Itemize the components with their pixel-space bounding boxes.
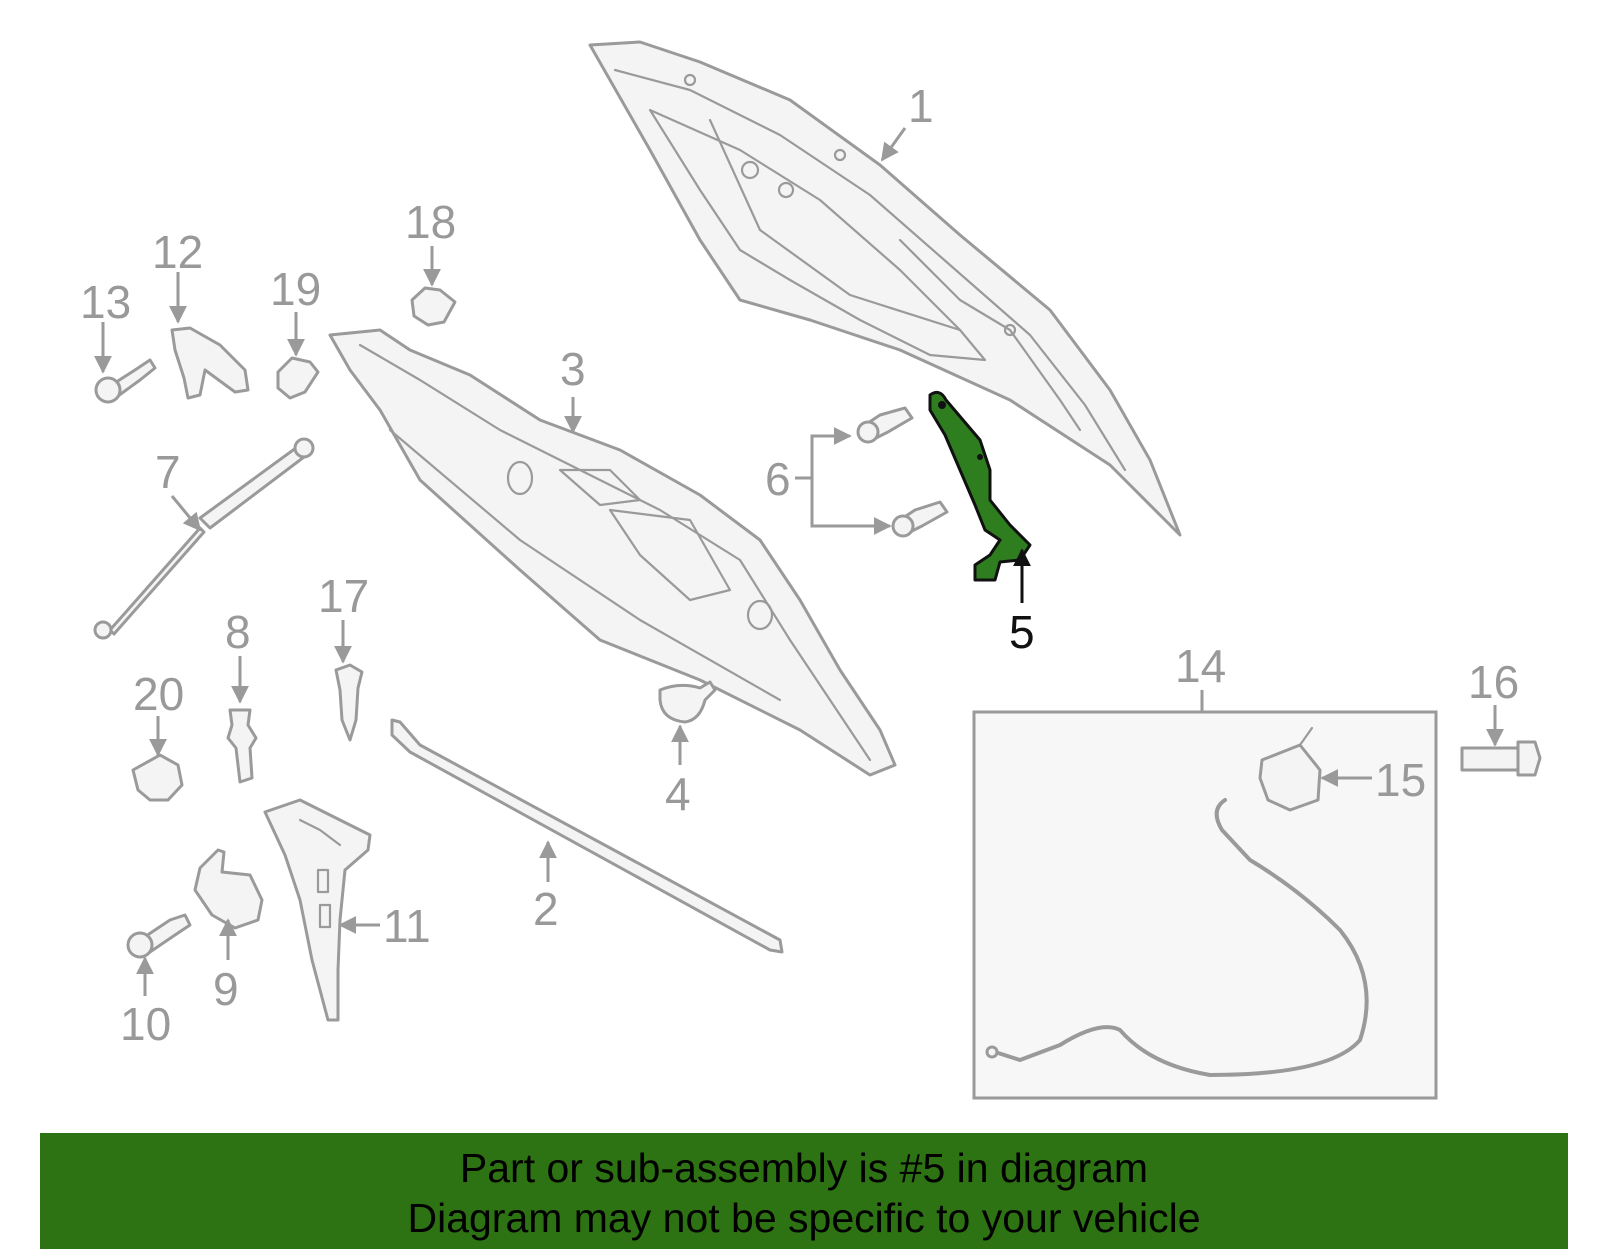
banner-line-2: Diagram may not be specific to your vehi… xyxy=(407,1195,1201,1241)
banner-line-1: Part or sub-assembly is #5 in diagram xyxy=(459,1145,1149,1191)
part-20-clip[interactable] xyxy=(131,753,184,802)
part-13-bolt[interactable] xyxy=(94,358,157,404)
callout-2: 2 xyxy=(533,883,559,935)
callout-15: 15 xyxy=(1375,754,1426,806)
part-3-insulator[interactable] xyxy=(328,328,897,777)
callout-9: 9 xyxy=(213,963,239,1015)
callout-8: 8 xyxy=(225,606,251,658)
callout-5: 5 xyxy=(1009,606,1035,658)
part-7-strut[interactable] xyxy=(93,437,315,640)
part-8-pin[interactable] xyxy=(226,708,258,784)
part-18-bumper[interactable] xyxy=(410,286,457,327)
callout-19: 19 xyxy=(270,263,321,315)
callout-18: 18 xyxy=(405,196,456,248)
callout-20: 20 xyxy=(133,668,184,720)
callout-14: 14 xyxy=(1175,640,1226,692)
leader-lines xyxy=(94,127,1504,996)
part-16-bolt[interactable] xyxy=(1460,740,1542,777)
part-12-plate[interactable] xyxy=(170,326,250,400)
part-19-bumper[interactable] xyxy=(276,356,320,400)
part-11-support[interactable] xyxy=(263,798,372,1022)
part-5-hinge[interactable] xyxy=(928,390,1032,582)
info-banner: Part or sub-assembly is #5 in diagram Di… xyxy=(40,1133,1568,1249)
callout-12: 12 xyxy=(152,226,203,278)
callout-13: 13 xyxy=(80,276,131,328)
part-10-bolt[interactable] xyxy=(126,913,192,959)
callout-7: 7 xyxy=(155,446,181,498)
part-14-cable-box[interactable] xyxy=(972,710,1438,1100)
part-4-bumper[interactable] xyxy=(658,680,717,724)
callout-1: 1 xyxy=(908,80,934,132)
callout-6: 6 xyxy=(765,453,791,505)
part-6-bolts[interactable] xyxy=(856,406,949,538)
part-17-pin[interactable] xyxy=(334,663,364,742)
callout-17: 17 xyxy=(318,570,369,622)
part-2-seal[interactable] xyxy=(390,718,784,954)
part-1-hood[interactable] xyxy=(588,40,1182,537)
callout-3: 3 xyxy=(560,343,586,395)
callout-labels: 1 2 3 4 5 6 7 8 9 10 11 12 13 14 15 16 1… xyxy=(80,80,1519,1050)
callout-4: 4 xyxy=(665,768,691,820)
callout-10: 10 xyxy=(120,998,171,1050)
callout-16: 16 xyxy=(1468,656,1519,708)
callout-11: 11 xyxy=(383,900,431,952)
part-9-bracket[interactable] xyxy=(193,848,264,930)
